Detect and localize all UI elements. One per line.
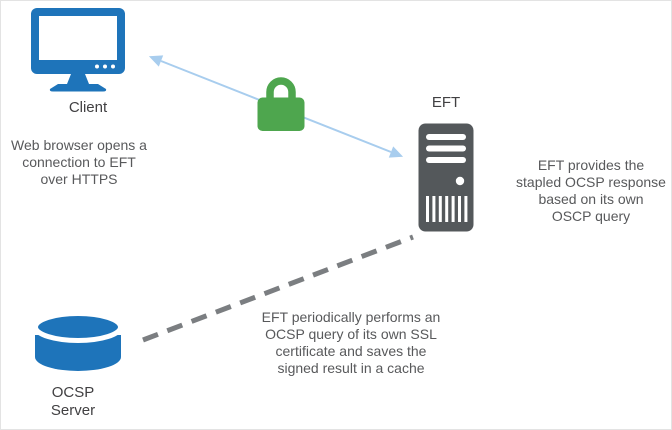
server-tower-icon <box>418 123 474 232</box>
client-label: Client <box>68 99 108 116</box>
client-note: Web browser opens a connection to EFT ov… <box>11 137 147 187</box>
eft-note: EFT provides the stapled OCSP response b… <box>516 157 666 224</box>
monitor-icon <box>31 8 125 92</box>
padlock-icon <box>257 77 305 131</box>
database-icon <box>33 311 123 371</box>
ocsp-query-note: EFT periodically performs an OCSP query … <box>261 309 441 376</box>
ocsp-server-label: OCSP Server <box>50 384 96 419</box>
ocsp-query-dashed-line <box>142 234 414 343</box>
eft-label: EFT <box>431 94 461 111</box>
arrowhead-left-icon <box>148 55 164 67</box>
arrowhead-right-icon <box>388 146 404 158</box>
